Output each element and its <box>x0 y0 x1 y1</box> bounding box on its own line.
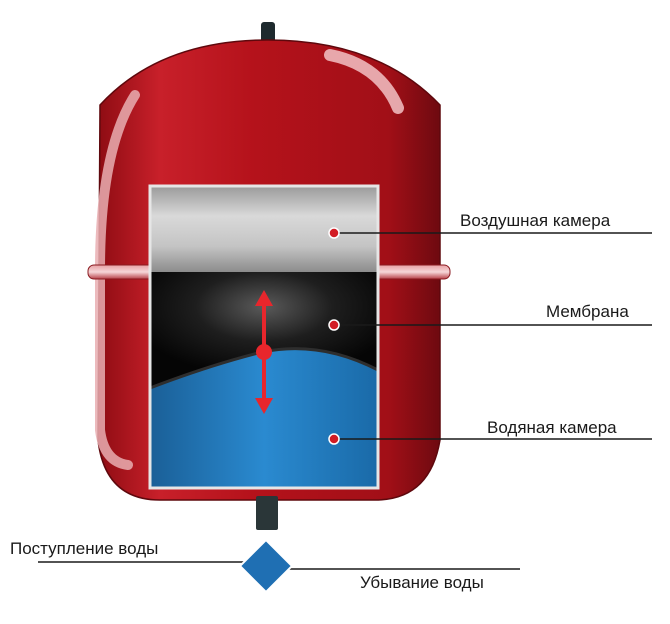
label-air-chamber: Воздушная камера <box>460 211 611 230</box>
label-water-inflow: Поступление воды <box>10 539 159 558</box>
label-water-chamber: Водяная камера <box>487 418 617 437</box>
valve-diamond-icon <box>238 538 294 594</box>
label-membrane: Мембрана <box>546 302 629 321</box>
tank-highlight-left-pipe <box>95 90 140 470</box>
dot-membrane <box>328 319 340 331</box>
membrane-center-dot <box>256 344 272 360</box>
water-chamber-area <box>150 348 378 488</box>
membrane-arrow-up-icon <box>255 290 273 306</box>
membrane-arrow-down-icon <box>255 398 273 414</box>
cutaway-frame <box>148 184 380 490</box>
air-chamber-area <box>150 186 378 272</box>
label-water-outflow: Убывание воды <box>360 573 484 592</box>
top-nipple <box>261 22 275 44</box>
bottom-outlet <box>256 496 278 530</box>
tank-highlight-top <box>324 49 404 114</box>
dot-air <box>328 227 340 239</box>
dot-water <box>328 433 340 445</box>
